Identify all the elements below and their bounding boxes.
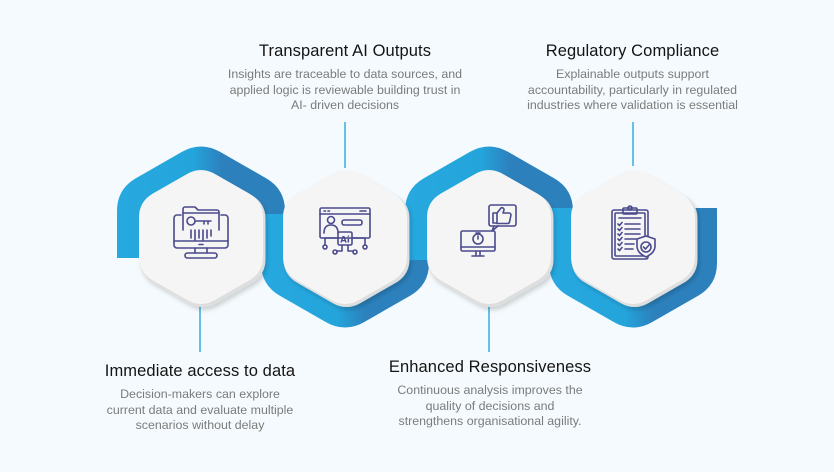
description-line: applied logic is reviewable building tru… — [229, 82, 461, 97]
step-title: Immediate access to data — [104, 362, 296, 380]
ai-profile-network-icon: Ai — [319, 207, 371, 255]
step-description: Continuous analysis improves the quality… — [360, 383, 620, 430]
step-transparent-ai-outputs: Transparent AI Outputs Insights are trac… — [200, 42, 490, 114]
hexagon-immediate-access — [139, 170, 266, 308]
step-title: Regulatory Compliance — [545, 42, 720, 60]
description-line: Insights are traceable to data sources, … — [227, 67, 463, 81]
step-immediate-access-to-data: Immediate access to data Decision-makers… — [70, 362, 330, 434]
step-enhanced-responsiveness: Enhanced Responsiveness Continuous analy… — [360, 358, 620, 430]
step-regulatory-compliance: Regulatory Compliance Explainable output… — [490, 42, 775, 114]
step-description: Insights are traceable to data sources, … — [200, 67, 490, 114]
monitor-stopwatch-thumbs-up-icon — [460, 204, 517, 257]
hexagon-transparent-ai — [283, 170, 410, 308]
description-line: Decision-makers can explore — [120, 387, 280, 401]
monitor-folder-key-icon — [173, 206, 229, 259]
clipboard-checklist-shield-icon — [611, 205, 656, 260]
description-line: quality of decisions and — [425, 398, 555, 413]
svg-text:Ai: Ai — [340, 236, 350, 246]
description-line: industries where validation is essential — [527, 98, 738, 112]
hexagons — [139, 170, 698, 308]
description-line: current data and evaluate multiple — [106, 402, 294, 417]
description-line: AI- driven decisions — [290, 98, 400, 112]
step-title: Transparent AI Outputs — [258, 42, 432, 60]
description-line: accountability, particularly in regulate… — [527, 82, 738, 97]
step-description: Decision-makers can explore current data… — [70, 387, 330, 434]
description-line: scenarios without delay — [135, 418, 265, 432]
description-line: Explainable outputs support — [556, 67, 709, 81]
description-line: Continuous analysis improves the — [397, 383, 583, 397]
hexagon-enhanced-responsiveness — [427, 170, 554, 308]
step-title: Enhanced Responsiveness — [388, 358, 592, 376]
description-line: strengthens organisational agility. — [398, 414, 582, 428]
step-description: Explainable outputs support accountabili… — [490, 67, 775, 114]
